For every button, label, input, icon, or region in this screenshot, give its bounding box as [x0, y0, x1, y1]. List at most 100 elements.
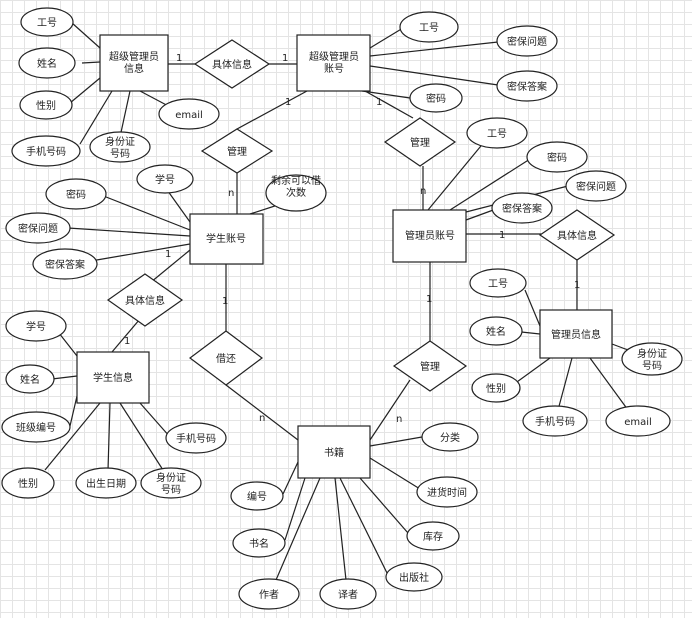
attribute-admin-account-no[interactable]: 工号 — [466, 117, 528, 149]
attribute-superadmin-info-no[interactable]: 工号 — [20, 7, 74, 37]
attribute-label: 手机号码 — [176, 432, 216, 445]
attribute-student-info-phone[interactable]: 手机号码 — [165, 422, 227, 454]
attribute-superadmin-info-idcard[interactable]: 身份证号码 — [89, 131, 151, 163]
relationship-label: 具体信息 — [125, 294, 165, 307]
relationship-manage-admin[interactable]: 管理 — [383, 117, 457, 167]
entity-admin-account[interactable]: 管理员账号 — [392, 209, 467, 263]
relationship-manage-books[interactable]: 管理 — [392, 340, 468, 392]
relationship-detail-superadmin[interactable]: 具体信息 — [193, 39, 271, 89]
edge — [361, 90, 411, 99]
attribute-label: 密码 — [66, 188, 86, 201]
attribute-books-stock-time[interactable]: 进货时间 — [416, 476, 478, 508]
attribute-admin-info-name[interactable]: 姓名 — [469, 316, 523, 346]
cardinality-label: 1 — [285, 97, 291, 108]
attribute-student-info-name[interactable]: 姓名 — [5, 364, 55, 394]
cardinality-label: n — [420, 186, 426, 197]
entity-admin-info[interactable]: 管理员信息 — [539, 309, 613, 359]
attribute-label: email — [175, 110, 203, 121]
edges — [44, 22, 629, 581]
cardinality-labels: 1 1 1 n 1 n 1 1 1 1 1 n 1 n — [124, 53, 580, 425]
attribute-label: 性别 — [36, 99, 56, 112]
attribute-label: 性别 — [486, 382, 506, 395]
attribute-student-info-no[interactable]: 学号 — [5, 310, 67, 342]
attribute-books-author[interactable]: 作者 — [238, 578, 300, 610]
edge — [275, 477, 321, 581]
edge — [589, 357, 629, 411]
edge — [465, 208, 497, 221]
edge — [524, 289, 541, 327]
attribute-superadmin-info-phone[interactable]: 手机号码 — [11, 135, 81, 167]
attribute-student-account-answer[interactable]: 密保答案 — [32, 248, 98, 280]
attribute-student-info-idcard[interactable]: 身份证号码 — [140, 467, 202, 499]
entity-student-info[interactable]: 学生信息 — [76, 351, 150, 404]
attribute-student-account-question[interactable]: 密保问题 — [5, 212, 71, 244]
attribute-books-stock[interactable]: 库存 — [406, 521, 460, 551]
edge — [119, 90, 131, 138]
relationship-detail-student[interactable]: 具体信息 — [106, 273, 184, 327]
edge — [369, 436, 423, 447]
relationship-label: 管理 — [410, 136, 430, 149]
attribute-student-info-gender[interactable]: 性别 — [1, 467, 55, 499]
entity-superadmin-account[interactable]: 超级管理员账号 — [296, 34, 371, 92]
entity-superadmin-info[interactable]: 超级管理员信息 — [99, 34, 169, 92]
relationship-detail-admin[interactable]: 具体信息 — [538, 209, 616, 261]
attribute-superadmin-account-no[interactable]: 工号 — [399, 11, 459, 43]
attribute-admin-account-password[interactable]: 密码 — [526, 141, 588, 173]
attribute-superadmin-account-password[interactable]: 密码 — [409, 83, 463, 113]
attribute-label: 工号 — [488, 278, 508, 290]
edge — [449, 158, 531, 211]
edge — [369, 41, 499, 57]
attribute-student-account-password[interactable]: 密码 — [45, 178, 107, 210]
attribute-superadmin-account-answer[interactable]: 密保答案 — [496, 70, 558, 102]
attribute-books-title[interactable]: 书名 — [232, 528, 286, 558]
edge — [236, 90, 308, 130]
attribute-label: 班级编号 — [16, 421, 56, 434]
entity-student-account[interactable]: 学生账号 — [189, 213, 264, 265]
attribute-books-publisher[interactable]: 出版社 — [385, 562, 443, 592]
attribute-admin-info-idcard[interactable]: 身份证号码 — [621, 342, 683, 376]
attribute-label: 库存 — [423, 530, 443, 543]
edge — [339, 477, 389, 576]
edge — [364, 90, 414, 119]
attribute-superadmin-info-name[interactable]: 姓名 — [18, 47, 76, 79]
attribute-books-no[interactable]: 编号 — [230, 481, 284, 511]
cardinality-label: 1 — [426, 294, 432, 305]
attribute-admin-info-email[interactable]: email — [605, 405, 671, 437]
attribute-label: 学号 — [155, 173, 175, 186]
attribute-label: 编号 — [247, 490, 267, 503]
attribute-student-account-remaining[interactable]: 剩余可以借次数 — [265, 174, 327, 212]
entity-books[interactable]: 书籍 — [297, 425, 371, 479]
edge — [359, 477, 409, 534]
attribute-label: 译者 — [338, 589, 358, 601]
attribute-admin-account-answer[interactable]: 密保答案 — [491, 192, 553, 224]
attribute-admin-info-gender[interactable]: 性别 — [471, 373, 521, 403]
attribute-admin-info-phone[interactable]: 手机号码 — [522, 405, 588, 437]
attribute-admin-account-question[interactable]: 密保问题 — [565, 170, 627, 202]
attribute-label: 姓名 — [37, 57, 57, 70]
edge — [81, 61, 101, 64]
entity-label: 管理员信息 — [551, 328, 601, 341]
attribute-books-translator[interactable]: 译者 — [319, 578, 377, 610]
edge — [557, 357, 573, 411]
edge — [284, 477, 306, 541]
attribute-admin-info-no[interactable]: 工号 — [469, 268, 527, 298]
attribute-superadmin-account-question[interactable]: 密保问题 — [496, 25, 558, 57]
attribute-student-info-class[interactable]: 班级编号 — [1, 411, 71, 443]
attribute-student-info-birthdate[interactable]: 出生日期 — [75, 467, 137, 499]
relationship-borrow-return[interactable]: 借还 — [189, 330, 263, 386]
attribute-superadmin-info-email[interactable]: email — [158, 98, 220, 130]
attribute-label: 密保问题 — [507, 35, 547, 48]
edge — [119, 402, 164, 471]
attribute-student-account-no[interactable]: 学号 — [136, 164, 194, 194]
attribute-label: 密码 — [426, 92, 446, 105]
attribute-books-category[interactable]: 分类 — [421, 422, 479, 452]
attribute-label: email — [624, 417, 652, 428]
attribute-label: 身份证号码 — [105, 135, 135, 160]
edge — [369, 27, 404, 49]
edge — [369, 65, 499, 86]
attribute-label: 书名 — [249, 537, 269, 550]
attribute-superadmin-info-gender[interactable]: 性别 — [19, 90, 73, 120]
relationship-manage-student[interactable]: 管理 — [200, 128, 274, 174]
entity-label: 超级管理员账号 — [309, 50, 359, 75]
attribute-label: 出生日期 — [86, 477, 126, 490]
